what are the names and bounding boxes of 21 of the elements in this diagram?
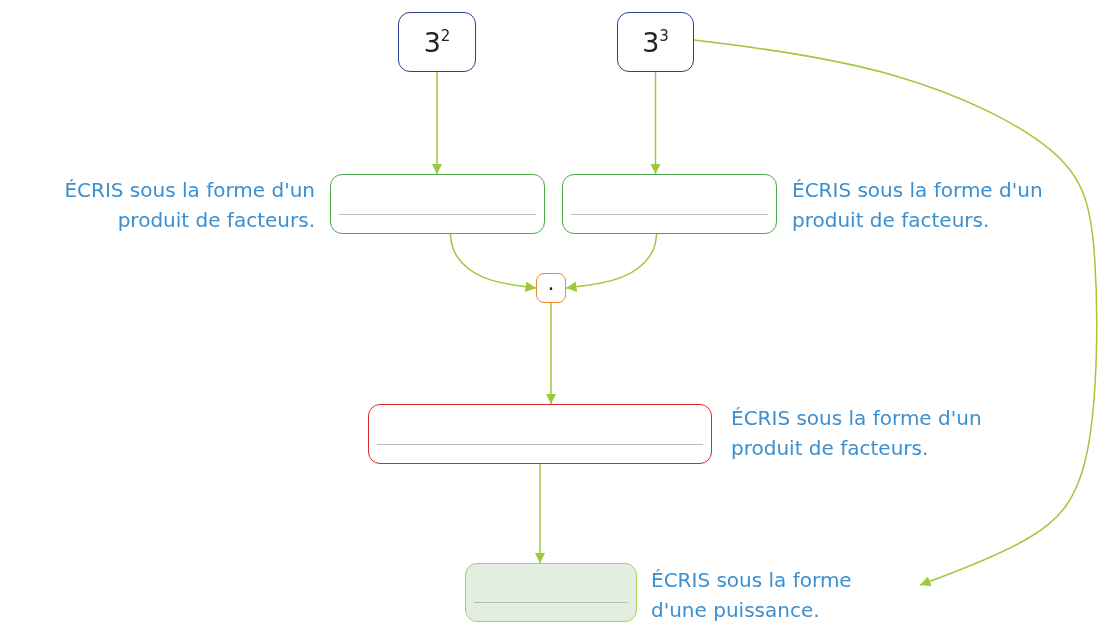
answer-box <box>465 563 637 622</box>
answer-box <box>330 174 545 234</box>
arrow <box>545 302 557 405</box>
answer-box <box>368 404 712 464</box>
operator-box <box>536 273 566 303</box>
instruction-text: ÉCRIS sous la forme d'un produit de facteurs. <box>792 177 1044 234</box>
number-box <box>398 12 476 72</box>
power-expression: 3$^{2}$ <box>423 26 451 58</box>
arrow <box>565 233 658 292</box>
instruction-text: ÉCRIS sous la forme d'un produit de facteurs. <box>63 177 315 234</box>
instruction-text: ÉCRIS sous la forme d'une puissance. <box>651 567 853 624</box>
arrow <box>534 463 546 564</box>
arrow <box>650 71 661 175</box>
arrow <box>449 233 537 292</box>
arrow <box>431 71 443 175</box>
multiplication-sign: · <box>547 275 555 301</box>
answer-box <box>562 174 777 234</box>
arrow <box>693 39 1098 587</box>
instruction-text: ÉCRIS sous la forme d'un produit de facteurs. <box>731 405 983 462</box>
number-box <box>617 12 694 72</box>
power-expression: 3$^{3}$ <box>642 26 669 58</box>
